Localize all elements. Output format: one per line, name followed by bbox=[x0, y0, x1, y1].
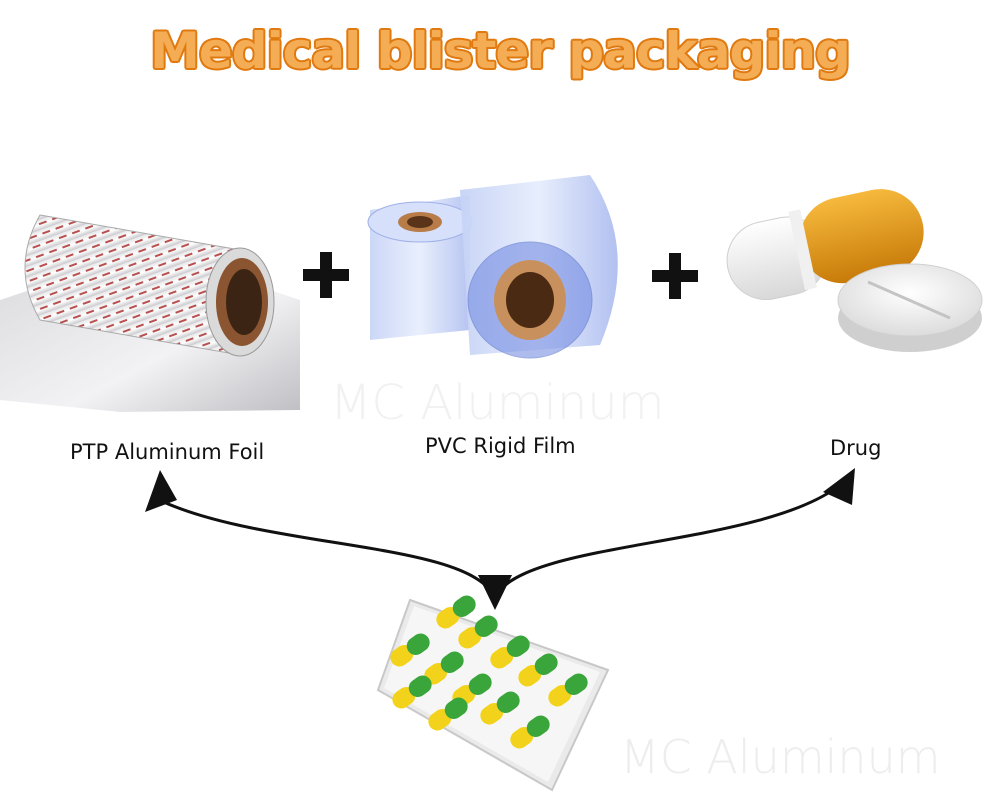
capsule-icon bbox=[480, 691, 520, 725]
arrow-head-down bbox=[478, 575, 512, 610]
capsule-icon bbox=[392, 675, 432, 709]
blister-capsules bbox=[390, 595, 588, 749]
pvc-film-rolls-image bbox=[367, 175, 618, 359]
watermark: MC Aluminum bbox=[620, 730, 941, 784]
capsule-icon bbox=[390, 633, 430, 667]
aluminum-foil-roll-image bbox=[0, 214, 300, 412]
foil-label: PTP Aluminum Foil bbox=[70, 440, 265, 464]
arrow-to-drug bbox=[493, 483, 841, 599]
drug-label: Drug bbox=[830, 436, 882, 460]
blister-pack-image bbox=[376, 598, 610, 792]
plus-icon bbox=[303, 252, 349, 298]
pvc-label: PVC Rigid Film bbox=[425, 434, 576, 458]
capsule-icon bbox=[428, 697, 468, 731]
capsule-icon bbox=[458, 615, 498, 649]
plus-icon bbox=[652, 253, 698, 299]
page-title: Medical blister packaging bbox=[150, 22, 851, 80]
arrow-head-left bbox=[145, 470, 177, 512]
watermark: MC Aluminum bbox=[330, 375, 665, 431]
capsule-icon bbox=[490, 635, 530, 669]
arrow-head-right bbox=[823, 468, 855, 505]
capsule-icon bbox=[518, 653, 558, 687]
capsule-icon bbox=[436, 595, 476, 629]
arrow-to-foil bbox=[154, 496, 497, 599]
capsule-icon bbox=[510, 715, 550, 749]
capsule-and-tablet-image bbox=[726, 189, 983, 352]
capsule-icon bbox=[548, 673, 588, 707]
capsule-icon bbox=[424, 651, 464, 685]
